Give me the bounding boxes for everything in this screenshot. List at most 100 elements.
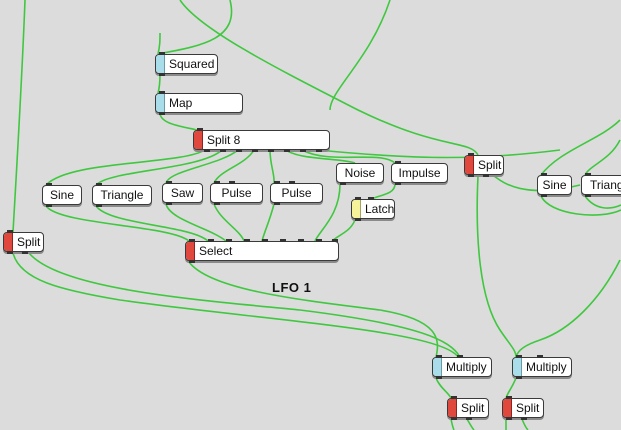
patch-cable[interactable] [466, 418, 475, 430]
outlet-port[interactable] [451, 417, 457, 420]
outlet-port[interactable] [585, 194, 591, 197]
patch-cable[interactable] [12, 252, 459, 358]
outlet-port[interactable] [7, 251, 13, 254]
patch-cable[interactable] [515, 259, 621, 358]
inlet-port[interactable] [585, 173, 591, 176]
split-node[interactable]: Split [3, 230, 44, 254]
triangle-node[interactable]: Triangle [581, 173, 621, 197]
inlet-port[interactable] [159, 91, 165, 94]
inlet-port[interactable] [457, 355, 463, 358]
inlet-port[interactable] [289, 181, 295, 184]
outlet-port[interactable] [159, 73, 165, 76]
patch-cable[interactable] [95, 149, 223, 186]
outlet-port[interactable] [521, 417, 527, 420]
split-node[interactable]: Split [447, 396, 489, 420]
split-node[interactable]: Split [502, 396, 544, 420]
patch-cable[interactable] [95, 205, 209, 242]
inlet-port[interactable] [214, 181, 220, 184]
outlet-port[interactable] [274, 202, 280, 205]
noise-node[interactable]: Noise [336, 163, 384, 185]
inlet-port[interactable] [226, 239, 232, 242]
outlet-port[interactable] [204, 149, 210, 152]
split-8-node[interactable]: Split 8 [193, 128, 330, 152]
inlet-port[interactable] [229, 181, 235, 184]
patch-cable[interactable] [12, 0, 26, 233]
inlet-port[interactable] [189, 239, 195, 242]
inlet-port[interactable] [506, 396, 512, 399]
saw-node[interactable]: Saw [162, 181, 203, 205]
latch-node[interactable]: Latch [351, 197, 395, 221]
outlet-port[interactable] [159, 112, 165, 115]
patch-cable[interactable] [179, 0, 479, 156]
outlet-port[interactable] [214, 202, 220, 205]
inlet-port[interactable] [516, 355, 522, 358]
inlet-port[interactable] [280, 239, 286, 242]
patch-cable[interactable] [157, 0, 233, 55]
patch-cable[interactable] [331, 219, 356, 242]
patch-cable[interactable] [165, 149, 239, 184]
patch-cable[interactable] [450, 418, 455, 430]
patch-cable[interactable] [261, 203, 275, 242]
patch-cable[interactable] [314, 183, 341, 242]
outlet-port[interactable] [541, 194, 547, 197]
patch-cable[interactable] [329, 0, 391, 111]
outlet-port[interactable] [46, 204, 52, 207]
inlet-port[interactable] [332, 239, 338, 242]
outlet-port[interactable] [506, 417, 512, 420]
outlet-port[interactable] [466, 417, 472, 420]
outlet-port[interactable] [395, 182, 401, 185]
outlet-port[interactable] [340, 182, 346, 185]
impulse-node[interactable]: Impulse [391, 161, 448, 185]
inlet-port[interactable] [451, 396, 457, 399]
inlet-port[interactable] [274, 181, 280, 184]
patch-cable[interactable] [584, 195, 621, 209]
outlet-port[interactable] [316, 149, 322, 152]
outlet-port[interactable] [483, 174, 489, 177]
patch-cable[interactable] [45, 149, 206, 186]
outlet-port[interactable] [22, 251, 28, 254]
pulse-node[interactable]: Pulse [210, 181, 263, 205]
patch-cable[interactable] [28, 252, 461, 358]
outlet-port[interactable] [166, 202, 172, 205]
patch-cable[interactable] [285, 149, 356, 164]
patch-cable[interactable] [301, 149, 396, 164]
outlet-port[interactable] [220, 149, 226, 152]
patch-cable[interactable] [505, 377, 517, 399]
outlet-port[interactable] [236, 149, 242, 152]
patch-cable[interactable] [521, 418, 529, 430]
patch-cable[interactable] [213, 149, 255, 184]
inlet-port[interactable] [316, 239, 322, 242]
multiply-node[interactable]: Multiply [432, 355, 492, 379]
patch-cable[interactable] [159, 113, 198, 131]
squared-node[interactable]: Squared [155, 52, 218, 76]
inlet-port[interactable] [166, 181, 172, 184]
outlet-port[interactable] [96, 204, 102, 207]
patch-cable[interactable] [157, 32, 161, 55]
inlet-port[interactable] [355, 197, 361, 200]
select-node[interactable]: Select [185, 239, 339, 263]
outlet-port[interactable] [436, 376, 442, 379]
patch-cable[interactable] [269, 149, 275, 184]
outlet-port[interactable] [468, 174, 474, 177]
inlet-port[interactable] [244, 239, 250, 242]
patch-cable[interactable] [435, 377, 452, 399]
inlet-port[interactable] [7, 230, 13, 233]
inlet-port[interactable] [395, 161, 401, 164]
map-node[interactable]: Map [155, 91, 243, 115]
sine-node[interactable]: Sine [42, 183, 82, 207]
outlet-port[interactable] [355, 218, 361, 221]
inlet-port[interactable] [96, 183, 102, 186]
inlet-port[interactable] [46, 183, 52, 186]
outlet-port[interactable] [268, 149, 274, 152]
outlet-port[interactable] [300, 149, 306, 152]
split-node[interactable]: Split [464, 153, 504, 177]
pulse-node[interactable]: Pulse [270, 181, 323, 205]
inlet-port[interactable] [468, 153, 474, 156]
patch-cable[interactable] [165, 203, 227, 242]
patch-cable[interactable] [213, 203, 245, 242]
patch-cable[interactable] [371, 183, 396, 200]
sine-node[interactable]: Sine [537, 173, 572, 197]
inlet-port[interactable] [298, 239, 304, 242]
patch-cable[interactable] [188, 261, 439, 358]
